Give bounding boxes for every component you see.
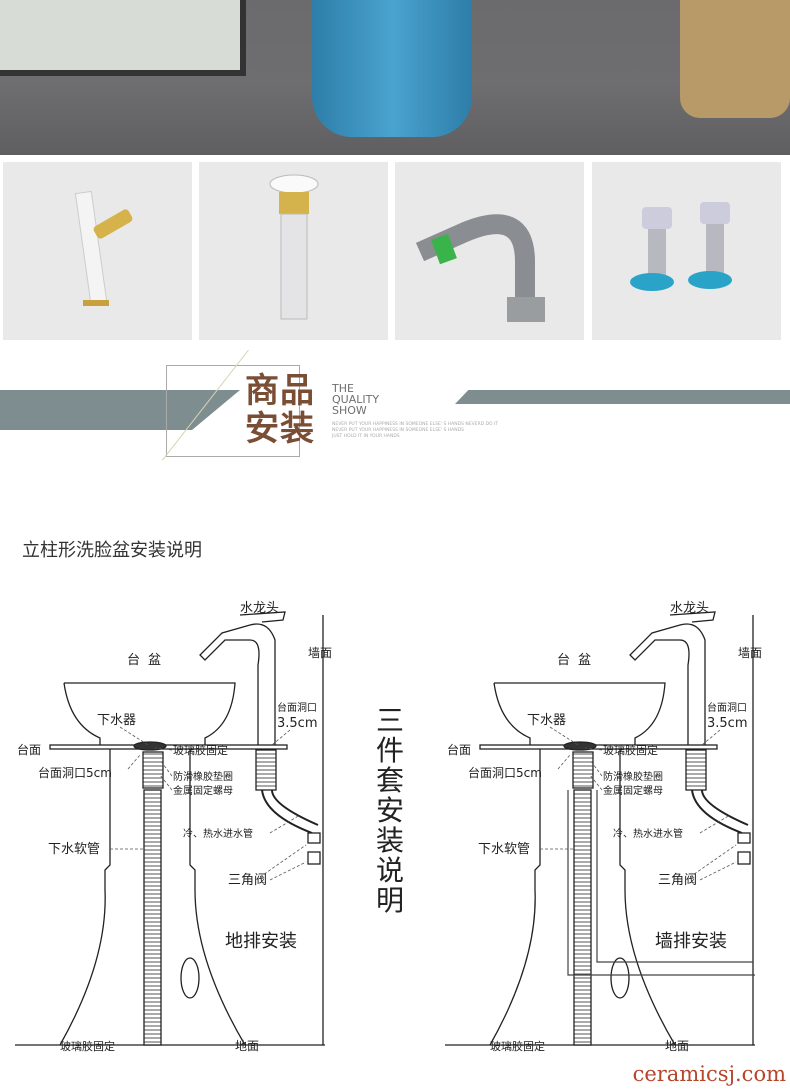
label-counter-hole: 台面洞口 (707, 701, 747, 714)
label-basin: 台盆 (127, 653, 169, 668)
tagline-line: JUST HOLD IT IN YOUR HANDS (332, 434, 400, 439)
drain-hose-icon (415, 214, 545, 322)
accessory-faucet (3, 162, 192, 340)
label-water-pipe: 冷、热水进水管 (183, 827, 253, 840)
blue-pedestal-basin (312, 0, 472, 137)
label-drain: 下水器 (97, 713, 136, 728)
pedestal-basin-drawing (14, 611, 326, 1046)
three-piece-install-title: 三件套安装说明 (375, 704, 404, 917)
banner-frame (166, 365, 300, 457)
pedestal-basin-drawing (444, 611, 756, 1046)
product-photo (0, 0, 790, 155)
wall-painting (0, 0, 246, 76)
label-water-pipe: 冷、热水进水管 (613, 827, 683, 840)
label-washer: 防滑橡胶垫圈 (603, 770, 663, 783)
tagline-line: NEVER PUT YOUR HAPPINESS IN SOMEONE ELSE… (332, 422, 499, 427)
watermark: ceramicsj.com (632, 1062, 786, 1086)
en-line: QUALITY (332, 393, 380, 406)
label-nut: 金属固定螺母 (173, 784, 233, 797)
label-floor: 地面 (665, 1039, 689, 1053)
diagram-wall-drain: 水龙头 墙面 台盆 下水器 台面 玻璃胶固定 台面洞口5cm 防滑橡胶垫圈 金属… (444, 601, 762, 1053)
label-wall: 墙面 (308, 646, 332, 660)
label-angle-valve: 三角阀 (228, 873, 267, 888)
tagline-line: NEVER PUT YOUR HAPPINESS IN SOMEONE ELSE… (332, 428, 464, 433)
pop-up-drain-icon (269, 174, 319, 320)
banner-bar-right (455, 390, 790, 404)
label-floor: 地面 (235, 1039, 259, 1053)
angle-valve-icon (630, 202, 732, 291)
banner-title-line1: 商品 (245, 371, 315, 411)
label-nut: 金属固定螺母 (603, 784, 663, 797)
faucet-icon (74, 190, 133, 306)
label-drain-hose: 下水软管 (478, 842, 530, 857)
label-glue-bottom: 玻璃胶固定 (490, 1039, 545, 1053)
installation-diagrams: 水龙头 墙面 台盆 下水器 台面 玻璃胶固定 台面洞口5cm 防滑橡胶垫圈 金属… (14, 601, 762, 1053)
accessory-drain (199, 162, 388, 340)
label-drain-hose: 下水软管 (48, 842, 100, 857)
label-counter-hole: 台面洞口 (277, 701, 317, 714)
en-line: SHOW (332, 404, 367, 417)
wicker-basket (680, 0, 790, 118)
label-counter-hole-5cm: 台面洞口5cm (468, 765, 542, 780)
en-line: THE (332, 382, 354, 395)
banner-title-line2: 安装 (245, 409, 315, 449)
caption-floor-drain: 地排安装 (225, 931, 297, 952)
wall-drain-pipe (567, 790, 755, 976)
label-size-35: 3.5cm (707, 716, 748, 731)
diagram-floor-drain: 水龙头 墙面 台盆 下水器 台面 玻璃胶固定 台面洞口5cm 防滑橡胶垫圈 金属… (14, 601, 332, 1053)
label-drain: 下水器 (527, 713, 566, 728)
banner-tagline: NEVER PUT YOUR HAPPINESS IN SOMEONE ELSE… (332, 422, 498, 440)
label-faucet: 水龙头 (670, 601, 709, 616)
banner-title: 商品 安装 (245, 372, 315, 448)
label-faucet: 水龙头 (240, 601, 279, 616)
caption-wall-drain: 墙排安装 (655, 931, 727, 952)
label-counter: 台面 (17, 742, 41, 757)
banner-english: THE QUALITY SHOW (332, 383, 379, 416)
label-washer: 防滑橡胶垫圈 (173, 770, 233, 783)
label-basin: 台盆 (557, 653, 599, 668)
accessory-hose (395, 162, 584, 340)
label-counter-hole-5cm: 台面洞口5cm (38, 765, 112, 780)
label-glue-bottom: 玻璃胶固定 (60, 1039, 115, 1053)
label-glue: 玻璃胶固定 (173, 743, 228, 757)
label-size-35: 3.5cm (277, 716, 318, 731)
section-title: 立柱形洗脸盆安装说明 (22, 540, 202, 561)
accessory-angle-valves (592, 162, 781, 340)
label-counter: 台面 (447, 742, 471, 757)
label-glue: 玻璃胶固定 (603, 743, 658, 757)
label-angle-valve: 三角阀 (658, 873, 697, 888)
label-wall: 墙面 (738, 646, 762, 660)
